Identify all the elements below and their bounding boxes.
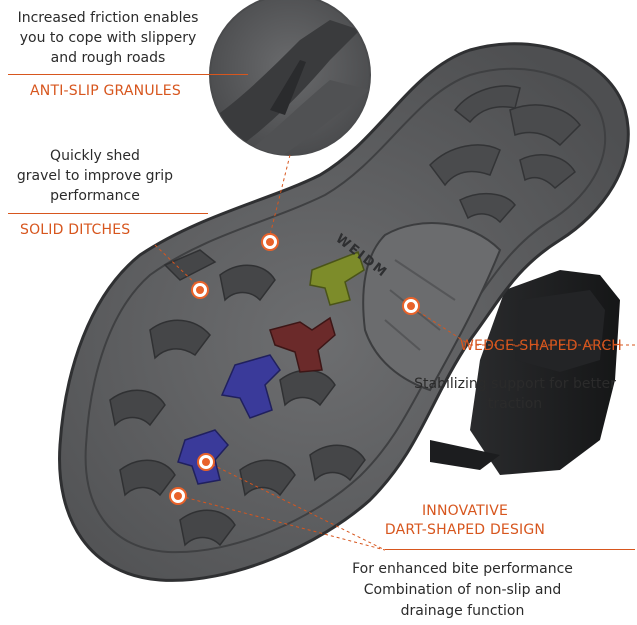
leader-solid-ditches <box>154 244 201 289</box>
dart-heading-line-1: INNOVATIVE <box>421 503 509 519</box>
marker-solid-ditches[interactable] <box>193 283 207 297</box>
dart-description-line-2: Combination of non-slip and <box>363 582 562 598</box>
marker-dart-lower[interactable] <box>171 489 185 503</box>
wedge-arch-description-line-1: Stabilizing support for better <box>414 376 616 392</box>
dart-description-line-3: drainage function <box>400 603 525 619</box>
solid-ditches-rule <box>8 213 208 214</box>
lug-red <box>269 316 336 373</box>
wedge-arch-description-line-2: traction <box>487 396 543 412</box>
anti-slip-description-line-2: you to cope with slippery <box>19 30 197 46</box>
anti-slip-description-line-3: and rough roads <box>50 50 166 66</box>
leader-wedge-arch <box>412 307 471 346</box>
dart-heading-line-2: DART-SHAPED DESIGN <box>384 522 546 538</box>
wedge-arch-heading: WEDGE-SHAPED ARCH <box>460 338 623 354</box>
solid-ditches-description-line-2: gravel to improve grip <box>16 168 174 184</box>
dart-rule <box>385 549 635 550</box>
forefoot-tread <box>109 249 366 547</box>
anti-slip-description-line-1: Increased friction enables <box>17 10 199 26</box>
heel-tread <box>429 85 581 224</box>
wedge-arch-panel <box>362 222 502 392</box>
lug-blue-upper <box>220 354 281 419</box>
zoom-circle <box>209 0 371 156</box>
lug-green <box>309 251 365 306</box>
marker-dart-upper[interactable] <box>199 455 213 469</box>
marker-anti-slip[interactable] <box>263 235 277 249</box>
anti-slip-rule <box>8 74 248 75</box>
marker-wedge-arch[interactable] <box>404 299 418 313</box>
leader-dart-2 <box>179 495 386 551</box>
anti-slip-heading: ANTI-SLIP GRANULES <box>30 83 181 99</box>
solid-ditches-description-line-1: Quickly shed <box>50 148 140 164</box>
leader-anti-slip <box>269 154 291 236</box>
solid-ditches-heading: SOLID DITCHES <box>20 222 131 238</box>
dart-description-line-1: For enhanced bite performance <box>352 561 573 577</box>
solid-ditches-description-line-3: performance <box>50 188 140 204</box>
